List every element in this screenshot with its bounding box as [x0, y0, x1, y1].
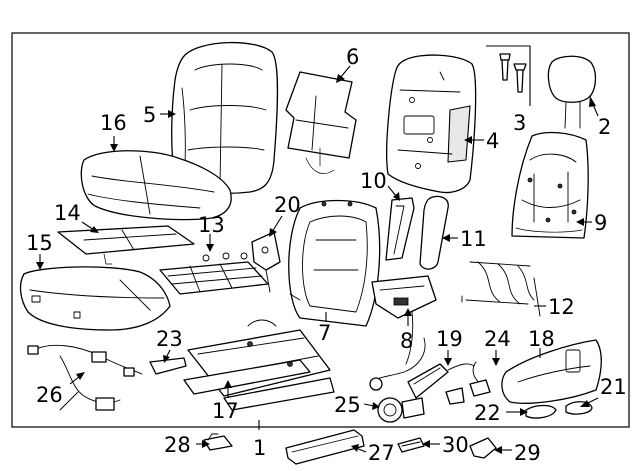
recliner-motor-part — [371, 275, 437, 365]
switch-module-part — [407, 363, 475, 399]
wire-harness-part — [27, 344, 143, 411]
clip-part-28 — [203, 433, 233, 451]
callout-11: 11 — [460, 227, 487, 251]
callout-8: 8 — [400, 329, 413, 353]
cap-part — [397, 437, 425, 453]
headrest-guide-part — [486, 45, 531, 106]
callout-12: 12 — [548, 295, 575, 319]
callout-21: 21 — [600, 375, 627, 399]
trim-cover-part — [149, 357, 187, 375]
cushion-suspension-part — [159, 252, 269, 295]
seatback-pad-part — [285, 71, 357, 174]
harness-clip-part — [445, 361, 491, 405]
rail-cover-part — [285, 429, 365, 465]
callout-1: 1 — [253, 436, 266, 460]
headrest-part — [547, 55, 597, 129]
callout-25: 25 — [334, 393, 361, 417]
callout-28: 28 — [164, 433, 191, 457]
callout-3: 3 — [513, 111, 526, 135]
callout-7: 7 — [318, 321, 331, 345]
callout-14: 14 — [54, 201, 81, 225]
callout-5: 5 — [143, 103, 156, 127]
callout-4: 4 — [486, 129, 499, 153]
callout-9: 9 — [594, 211, 607, 235]
callout-23: 23 — [156, 327, 183, 351]
backrest-frame-part — [288, 199, 381, 327]
side-bolster-part — [385, 197, 415, 261]
callout-26: 26 — [36, 383, 63, 407]
callout-labels: 1 2 3 4 5 6 7 8 9 10 11 12 13 14 15 16 1… — [26, 45, 627, 465]
callout-20: 20 — [274, 193, 301, 217]
callout-18: 18 — [528, 327, 555, 351]
leaders — [36, 65, 599, 454]
callout-6: 6 — [346, 45, 359, 69]
seatback-cover-part — [171, 41, 279, 194]
callout-2: 2 — [598, 115, 611, 139]
callout-22: 22 — [474, 401, 501, 425]
callout-27: 27 — [368, 441, 395, 465]
seat-adjuster-part — [183, 319, 335, 411]
callout-16: 16 — [100, 111, 127, 135]
backrest-wire-panel-part — [511, 131, 589, 239]
motor-part — [369, 337, 426, 423]
cushion-cover-part — [80, 150, 232, 221]
callout-30: 30 — [442, 433, 469, 457]
lumbar-wire-part — [461, 261, 541, 317]
diagram-frame — [11, 32, 630, 428]
callout-15: 15 — [26, 231, 53, 255]
callout-24: 24 — [484, 327, 511, 351]
side-trim-part — [419, 195, 449, 270]
bracket-part — [251, 231, 281, 293]
seatback-rear-panel-part — [386, 54, 477, 194]
side-shield-part — [501, 339, 602, 404]
cushion-pad-part — [19, 266, 171, 331]
callout-17: 17 — [212, 399, 239, 423]
callout-10: 10 — [360, 169, 387, 193]
end-cover-part — [469, 437, 497, 459]
knob-part-22 — [525, 404, 557, 419]
callout-29: 29 — [514, 441, 541, 465]
callout-19: 19 — [436, 327, 463, 351]
callout-13: 13 — [198, 213, 225, 237]
cushion-heater-part — [57, 225, 195, 265]
